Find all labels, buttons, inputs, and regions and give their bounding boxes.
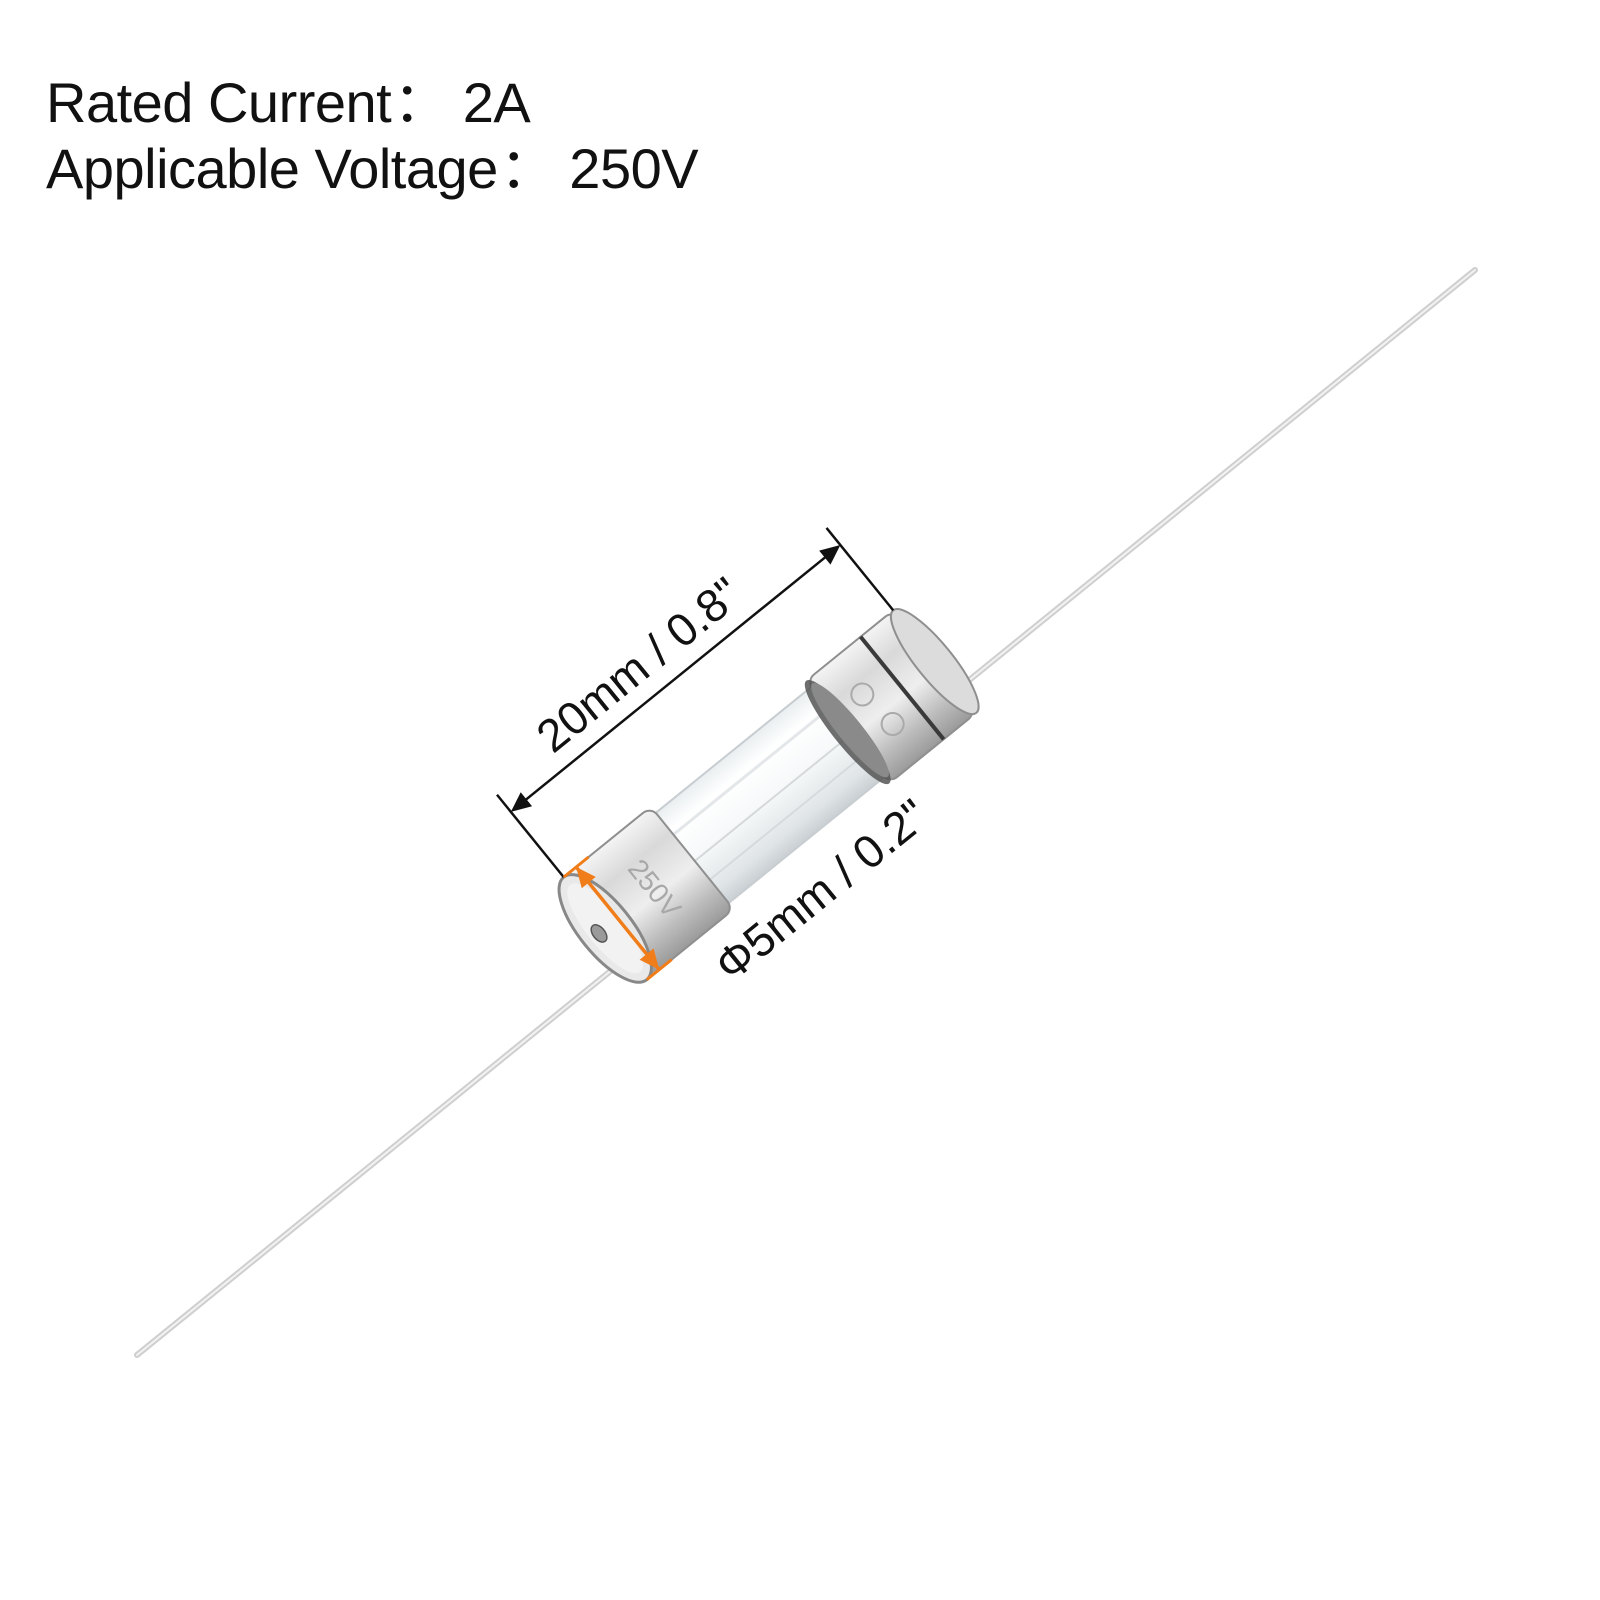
arrow-down-icon <box>639 948 660 970</box>
rated-current-value: 2A <box>462 71 531 134</box>
rated-current-line: Rated Current：2A <box>46 70 698 136</box>
length-label: 20mm / 0.8" <box>527 567 751 762</box>
fuse-body: 250V 20mm / 0.8" Φ5mm / 0.2" <box>496 527 980 991</box>
arrow-left-icon <box>510 792 533 812</box>
right-end-cap <box>804 608 980 785</box>
spec-block: Rated Current：2A Applicable Voltage：250V <box>46 70 699 202</box>
arrow-right-icon <box>819 545 841 565</box>
arrow-up-icon <box>576 867 596 889</box>
voltage-line: Applicable Voltage：250V <box>46 136 699 202</box>
voltage-value: 250V <box>569 137 699 200</box>
separator: ： <box>393 71 449 134</box>
left-end-cap: 250V <box>557 809 731 984</box>
voltage-label: Applicable Voltage <box>46 137 498 200</box>
rated-current-label: Rated Current <box>46 71 392 134</box>
diameter-dimension <box>562 855 673 981</box>
separator: ： <box>499 137 556 200</box>
